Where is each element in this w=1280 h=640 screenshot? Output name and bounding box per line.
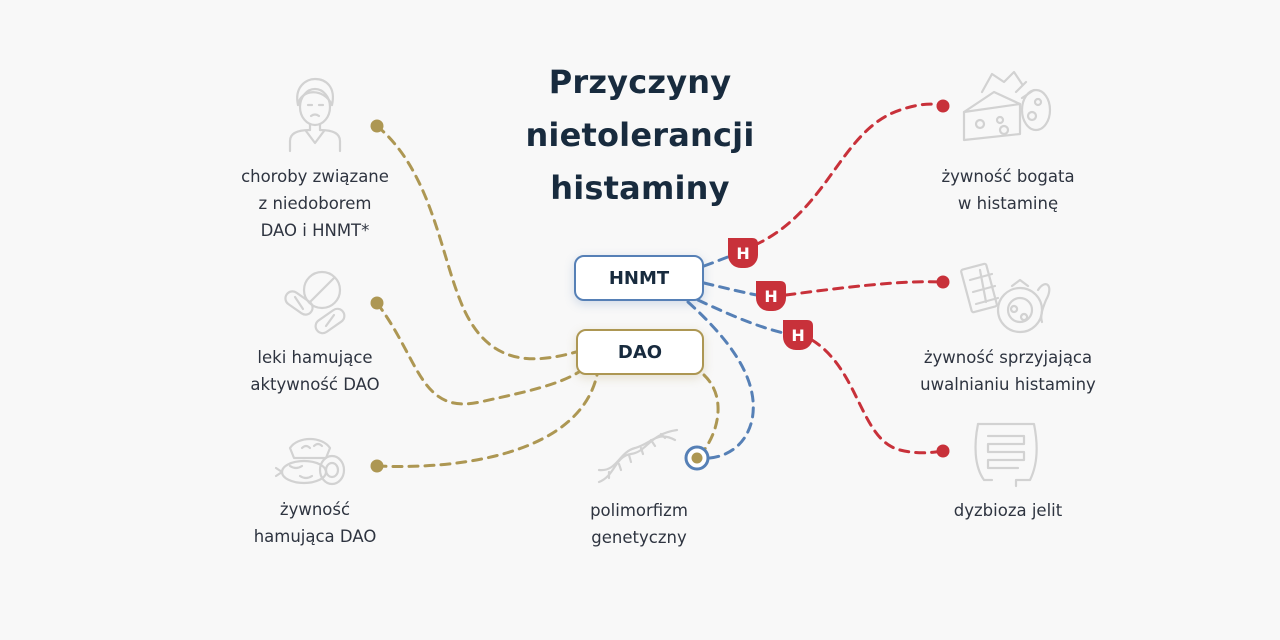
histamine-marker: H xyxy=(728,238,758,268)
connector-red-rich-food xyxy=(753,102,945,247)
endpoint-dot-genetic xyxy=(691,452,703,464)
person-icon xyxy=(284,75,346,153)
cause-label-dao-inhibiting-food: żywność hamująca DAO xyxy=(253,500,377,546)
cause-label-genetic: polimorfizm genetyczny xyxy=(590,501,688,547)
connector-red-releasing-food xyxy=(784,280,945,297)
title-line-1: Przyczyny xyxy=(548,63,732,101)
marker-letter: H xyxy=(736,244,749,263)
cause-label-histamine-releasing-food: żywność sprzyjająca uwalnianiu histaminy xyxy=(920,348,1096,394)
dna-icon xyxy=(595,426,683,486)
marker-letter: H xyxy=(791,326,804,345)
sausage-food-icon xyxy=(272,428,358,488)
cause-label-dysbiosis: dyzbioza jelit xyxy=(953,501,1063,520)
connector-hnmt-marker1 xyxy=(702,253,735,268)
cause-label-drugs: leki hamujące aktywność DAO xyxy=(250,348,380,394)
intestine-icon xyxy=(968,414,1044,490)
chocolate-tomato-icon xyxy=(960,260,1056,340)
cause-label-diseases: choroby związane z niedoborem DAO i HNMT… xyxy=(241,167,389,240)
histamine-marker: H xyxy=(756,281,786,311)
marker-letter: H xyxy=(764,287,777,306)
title-line-3: histaminy xyxy=(550,169,730,207)
diagram-title: Przyczyny nietolerancji histaminy xyxy=(500,56,780,215)
cheese-icon xyxy=(958,68,1054,148)
endpoint-dot-releasing-food xyxy=(936,275,950,289)
endpoint-dot-diseases xyxy=(370,119,384,133)
connector-hnmt-marker3 xyxy=(696,298,790,336)
histamine-marker: H xyxy=(783,320,813,350)
connector-dao-diseases xyxy=(375,124,578,361)
connector-dao-drugs xyxy=(375,301,584,406)
connector-hnmt-genetic xyxy=(686,300,755,460)
pills-icon xyxy=(280,268,350,336)
dao-enzyme-box: DAO xyxy=(576,329,704,375)
cause-label-histamine-rich-food: żywność bogata w histaminę xyxy=(941,167,1075,213)
connector-hnmt-marker2 xyxy=(702,281,764,298)
endpoint-dot-dysbiosis xyxy=(936,444,950,458)
title-line-2: nietolerancji xyxy=(525,116,755,154)
endpoint-dot-food xyxy=(370,459,384,473)
hnmt-enzyme-box: HNMT xyxy=(574,255,704,301)
endpoint-dot-drugs xyxy=(370,296,384,310)
endpoint-dot-rich-food xyxy=(936,99,950,113)
connector-dao-genetic xyxy=(697,373,720,458)
connector-dao-food xyxy=(375,373,599,468)
connector-red-dysbiosis xyxy=(810,338,945,455)
